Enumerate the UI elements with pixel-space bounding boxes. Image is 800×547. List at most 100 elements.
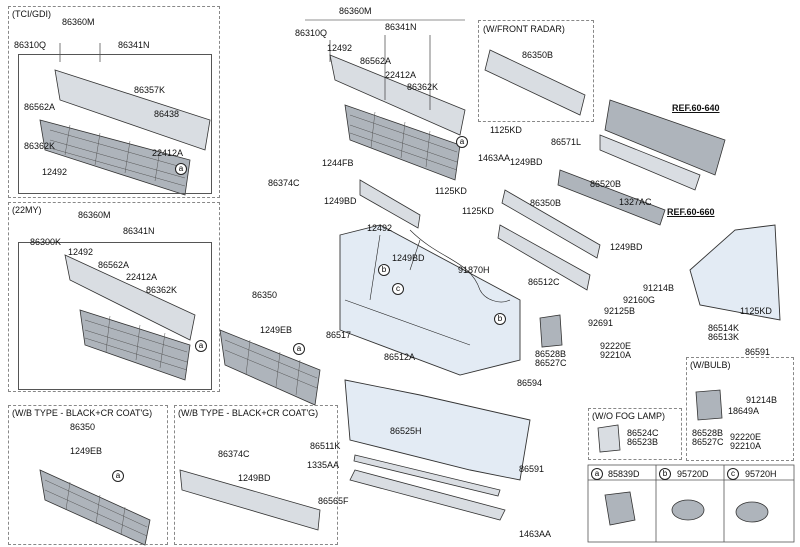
strip-86565F [349, 469, 506, 521]
clip-85839D [604, 491, 636, 526]
part-label: 12492 [42, 167, 68, 177]
grille-86350 [219, 329, 321, 406]
section-wb-type-2 [174, 405, 338, 545]
clip-95720D [671, 499, 705, 521]
part-label: 86360M [339, 6, 372, 16]
part-label: 92691 [588, 318, 614, 328]
grille-1 [39, 119, 191, 196]
part-label: 92125B [604, 306, 636, 316]
part-label: 1125KD [462, 206, 494, 216]
section-22my [8, 202, 220, 392]
part-label: 86525H [390, 426, 422, 436]
ref-link-2[interactable]: REF.60-660 [667, 207, 715, 217]
part-label: 86527C [692, 437, 724, 447]
part-label: 86562A [98, 260, 130, 270]
strip-1335AA [353, 454, 501, 497]
part-label: 86562A [360, 56, 392, 66]
part-label: 1249BD [324, 196, 357, 206]
section-title-22my: (22MY) [12, 205, 42, 215]
part-label: 1249BD [392, 253, 425, 263]
callout-c: c [392, 283, 404, 295]
part-label: 1463AA [519, 529, 552, 539]
lower-bumper [344, 379, 531, 481]
part-label: 91870H [458, 265, 490, 275]
part-label: 92210A [600, 350, 632, 360]
callout-b: b [494, 313, 506, 325]
part-label: 1249BD [510, 157, 543, 167]
section-w-bulb [686, 357, 794, 461]
part-label: 1125KD [740, 306, 772, 316]
legend-part-85839D: 85839D [608, 469, 640, 479]
callout-a: a [456, 136, 468, 148]
bracket-86374C [359, 179, 421, 229]
detail-frame-2 [18, 242, 212, 390]
legend-letter-b: b [659, 468, 671, 480]
section-wo-fog [588, 408, 682, 460]
legend-letter-a: a [591, 468, 603, 480]
part-label: 86517 [326, 330, 352, 340]
section-title-wb-1: (W/B TYPE - BLACK+CR COAT'G) [12, 408, 153, 418]
part-label: 86341N [385, 22, 417, 32]
legend-letter-c: c [727, 468, 739, 480]
part-label: 22412A [152, 148, 184, 158]
bracket-86350B [501, 189, 601, 259]
garnish-strip-2 [64, 254, 196, 341]
part-label: 1249EB [70, 446, 103, 456]
part-label: 86594 [517, 378, 543, 388]
part-label: 12492 [327, 43, 353, 53]
part-label: 86523B [627, 437, 659, 447]
part-label: 1125KD [435, 186, 467, 196]
absorber-86571L [599, 134, 701, 191]
strip-4 [179, 469, 321, 531]
callout-a: a [293, 343, 305, 355]
ref-link-1[interactable]: REF.60-640 [672, 103, 720, 113]
section-title-w-bulb: (W/BULB) [690, 360, 731, 370]
part-label: 86591 [745, 347, 771, 357]
absorber-86520B [557, 169, 666, 226]
callout-a: a [175, 163, 187, 175]
part-label: 1125KD [490, 125, 522, 135]
radar-bracket [484, 49, 586, 116]
part-label: 86438 [154, 109, 180, 119]
callout-a: a [195, 340, 207, 352]
part-label: 86310Q [14, 40, 47, 50]
part-label: 86565F [318, 496, 349, 506]
part-label: 86512C [528, 277, 560, 287]
section-title-wo-fog: (W/O FOG LAMP) [592, 411, 665, 421]
lamp-92220E [539, 314, 563, 348]
part-label: 86524C [627, 428, 659, 438]
part-label: 86341N [118, 40, 150, 50]
part-label: 86362K [24, 141, 56, 151]
section-title-wb-2: (W/B TYPE - BLACK+CR COAT'G) [178, 408, 319, 418]
part-label: 86362K [146, 285, 178, 295]
part-label: 1463AA [478, 153, 511, 163]
part-label: 86511K [310, 441, 341, 451]
part-label: 86350 [70, 422, 96, 432]
callout-a: a [112, 470, 124, 482]
fog-cover [597, 424, 621, 453]
part-label: 86300K [30, 237, 62, 247]
part-label: 86512A [384, 352, 416, 362]
part-label: 86360M [62, 17, 95, 27]
section-title-radar: (W/FRONT RADAR) [483, 24, 565, 34]
part-label: 86374C [218, 449, 250, 459]
part-label: 86350B [530, 198, 562, 208]
part-label: 86528B [692, 428, 724, 438]
part-label: 86527C [535, 358, 567, 368]
part-label: 1249BD [238, 473, 271, 483]
part-label: 92160G [623, 295, 656, 305]
part-label: 86350 [252, 290, 278, 300]
part-label: 1335AA [307, 460, 340, 470]
part-label: 86520B [590, 179, 622, 189]
legend-part-95720H: 95720H [745, 469, 777, 479]
part-label: 92210A [730, 441, 762, 451]
part-label: 86360M [78, 210, 111, 220]
wiring-harness [409, 229, 511, 303]
reinforcement-beam [604, 99, 726, 176]
part-label: 86357K [134, 85, 166, 95]
part-label: 92220E [600, 341, 632, 351]
part-label: 12492 [367, 223, 393, 233]
section-wb-type-1 [8, 405, 168, 545]
part-label: 22412A [126, 272, 158, 282]
